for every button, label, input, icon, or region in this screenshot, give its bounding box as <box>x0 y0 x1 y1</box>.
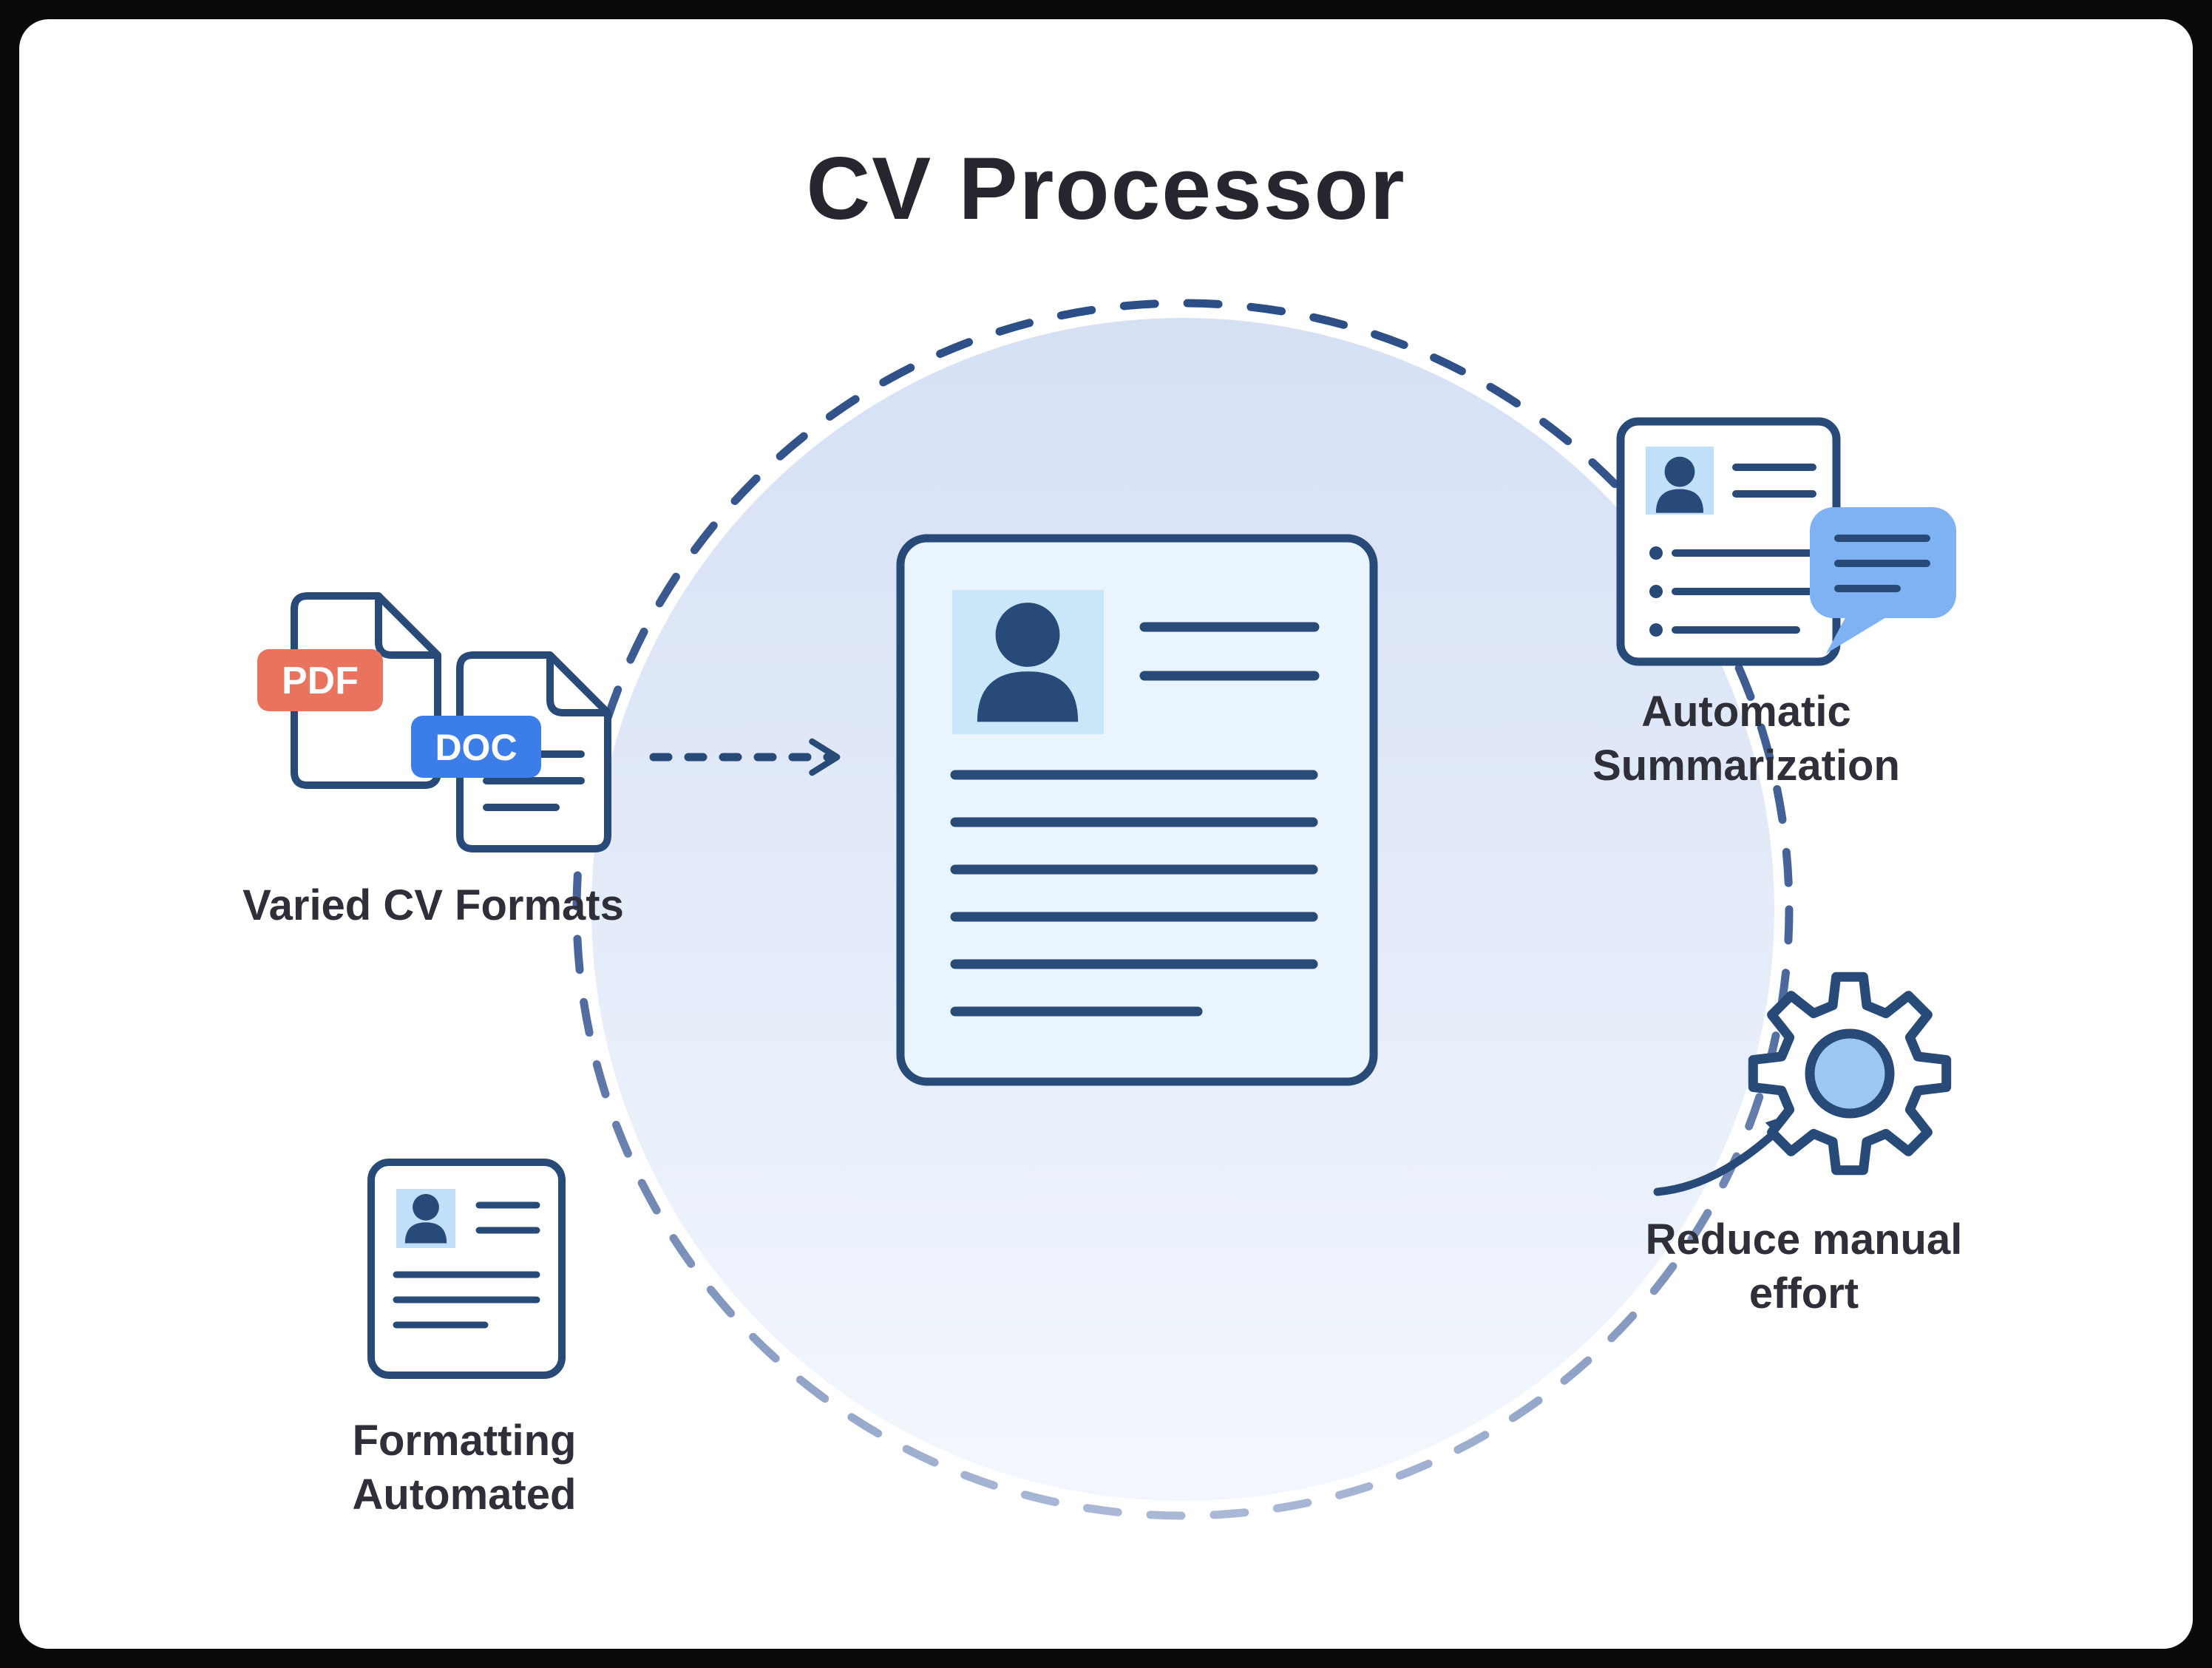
doc-badge-label: DOC <box>435 727 517 768</box>
label-formatting-automated: Formatting Automated <box>352 1417 577 1519</box>
text-lines <box>1834 535 1930 592</box>
label-varied-cv-formats: Varied CV Formats <box>242 881 624 929</box>
cv-document-icon <box>896 534 1378 1086</box>
label-reduce-manual-effort: Reduce manual effort <box>1645 1216 1963 1318</box>
profile-card-icon <box>367 1159 566 1379</box>
pdf-badge: PDF <box>257 649 383 711</box>
dashed-circle <box>572 299 1794 1520</box>
doc-badge: DOC <box>411 716 541 778</box>
chat-bubble-icon <box>1810 507 1956 654</box>
label-automatic-summarization: Automatic Summarization <box>1592 688 1900 790</box>
gear-icon <box>1748 972 1952 1176</box>
text-lines <box>393 1201 540 1329</box>
text-lines <box>1672 464 1816 634</box>
summary-document-icon <box>1616 417 1841 666</box>
bullet-dots <box>1649 546 1663 637</box>
text-lines <box>950 622 1320 1017</box>
page-title: CV Processor <box>806 139 1406 238</box>
pdf-badge-label: PDF <box>282 660 359 702</box>
